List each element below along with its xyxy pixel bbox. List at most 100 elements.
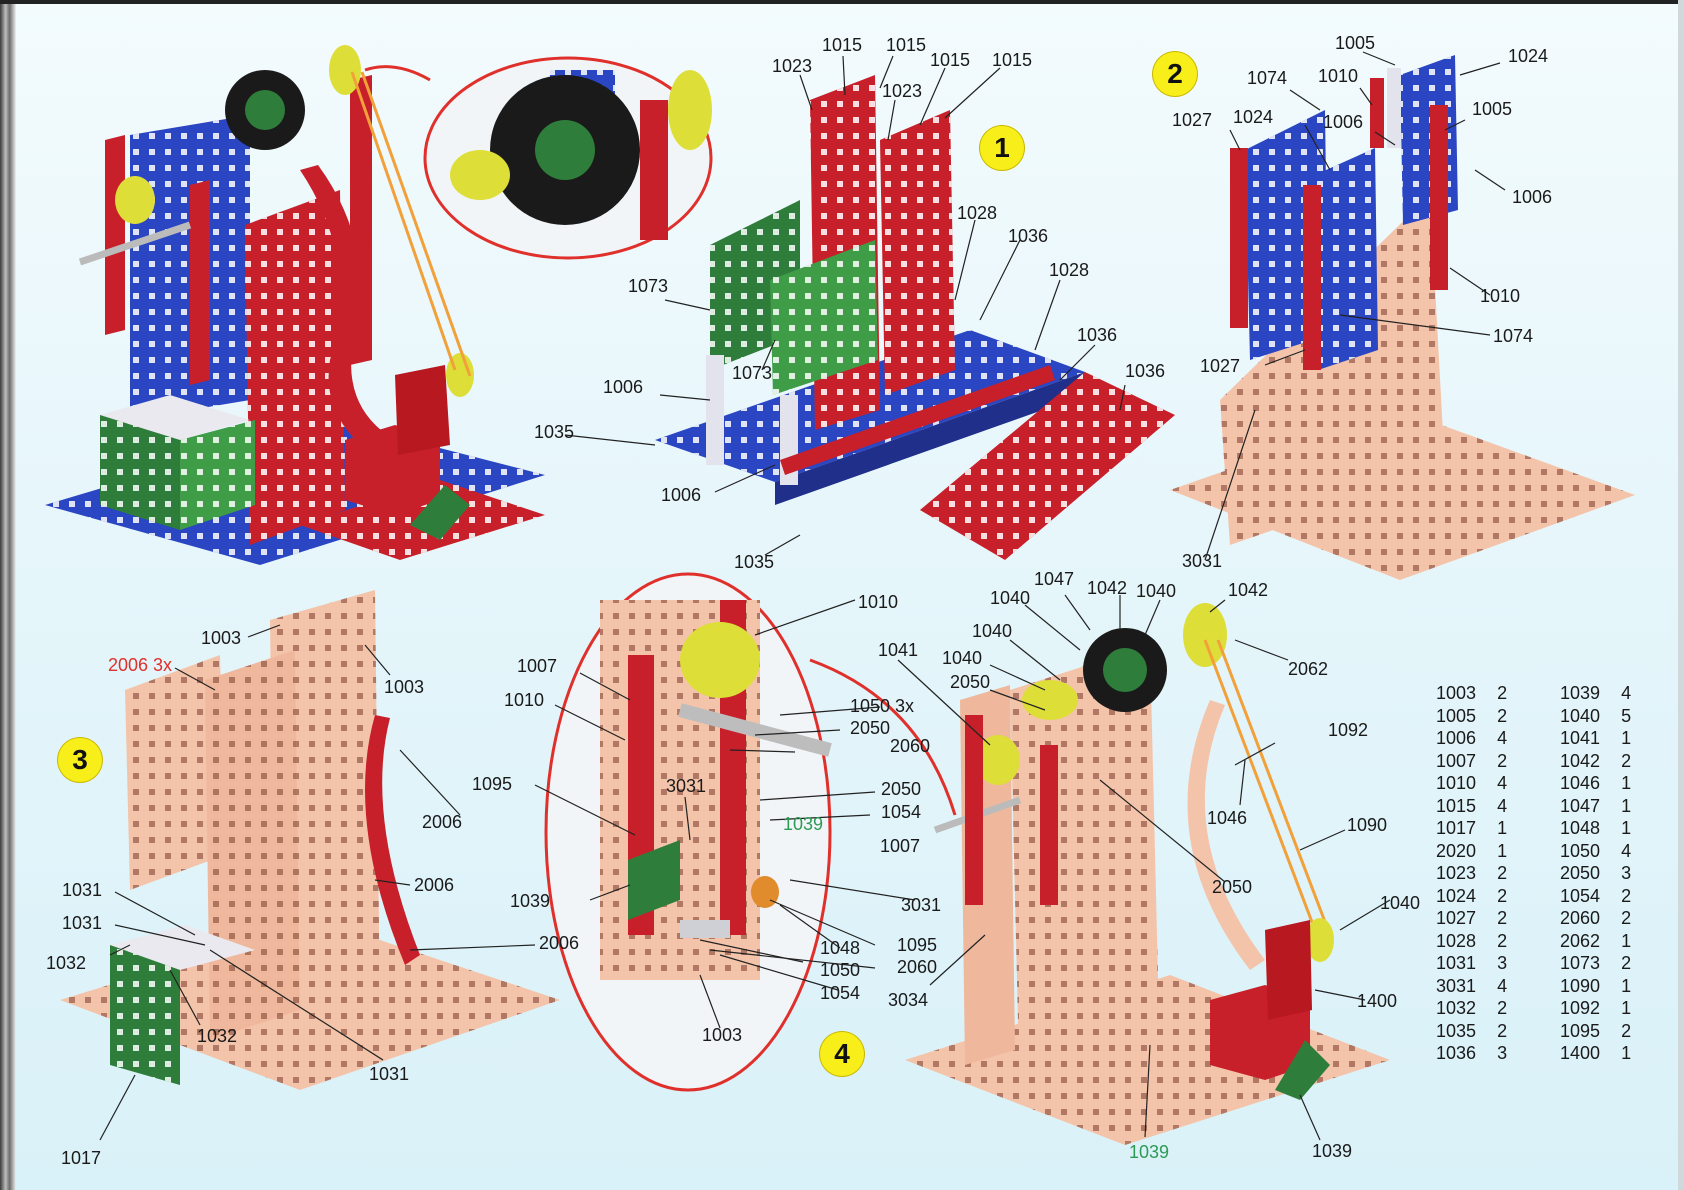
part-quantity: 3 [1497, 953, 1508, 973]
part-quantity: 4 [1621, 840, 1632, 861]
part-quantity: 1 [1621, 930, 1632, 951]
part-label: 1005 [1472, 99, 1513, 119]
parts-list-row: 1003 2 1039 4 [1436, 682, 1684, 705]
part-code: 1015 [1436, 795, 1477, 816]
part-code: 1092 [1559, 998, 1601, 1018]
part-code: 1047 [1559, 795, 1601, 816]
part-label: 3031 [666, 776, 707, 796]
part-label: 1039 [510, 891, 551, 911]
part-label: 1092 [1328, 720, 1369, 740]
part-code: 1039 [1559, 683, 1601, 703]
part-quantity: 2 [1497, 908, 1508, 928]
part-label: 1046 [1207, 808, 1248, 828]
part-code: 1017 [1436, 818, 1477, 838]
part-label: 1003 [702, 1025, 743, 1045]
part-label: 1003 [384, 677, 425, 697]
part-code: 1027 [1436, 908, 1477, 928]
part-label: 1003 [201, 628, 242, 648]
part-label: 1095 [897, 935, 938, 955]
step1-assembly [655, 75, 1175, 560]
part-label: 1017 [61, 1148, 102, 1168]
part-quantity: 2 [1497, 863, 1508, 883]
part-label: 1036 [1077, 325, 1118, 345]
part-label: 1040 [1380, 893, 1421, 913]
part-label: 1039 [1312, 1141, 1353, 1161]
part-code: 2020 [1436, 840, 1477, 861]
page-right-edge [1678, 0, 1684, 1190]
part-label: 2050 [881, 779, 922, 799]
part-quantity: 1 [1621, 773, 1632, 793]
part-label: 1024 [1233, 107, 1274, 127]
parts-list-row: 1027 2 2060 2 [1436, 907, 1684, 930]
part-code: 2060 [1559, 908, 1601, 928]
part-label: 1006 [603, 377, 644, 397]
part-quantity: 3 [1497, 1043, 1508, 1063]
part-quantity: 2 [1621, 908, 1632, 928]
part-code: 1048 [1559, 818, 1601, 838]
part-quantity: 2 [1497, 1020, 1508, 1041]
part-code: 1090 [1559, 975, 1601, 996]
part-label: 1035 [534, 422, 575, 442]
part-label: 1006 [661, 485, 702, 505]
part-quantity: 1 [1497, 840, 1508, 861]
part-quantity: 2 [1497, 683, 1508, 703]
part-label: 1015 [930, 50, 971, 70]
part-quantity: 4 [1621, 683, 1632, 703]
part-code: 1007 [1436, 750, 1477, 771]
part-code: 1036 [1436, 1043, 1477, 1063]
part-label: 3031 [1182, 551, 1223, 571]
part-label: 1040 [942, 648, 983, 668]
part-code: 1024 [1436, 885, 1477, 906]
part-quantity: 1 [1621, 998, 1632, 1018]
part-quantity: 2 [1621, 953, 1632, 973]
part-quantity: 2 [1497, 705, 1508, 726]
part-quantity: 1 [1497, 818, 1508, 838]
part-label: 1010 [1318, 66, 1359, 86]
part-label: 1032 [197, 1026, 238, 1046]
part-code: 3031 [1436, 975, 1477, 996]
part-label: 1039 [1129, 1142, 1170, 1162]
part-quantity: 5 [1621, 705, 1632, 726]
part-quantity: 3 [1621, 863, 1632, 883]
part-label: 1028 [1049, 260, 1090, 280]
part-quantity: 1 [1621, 818, 1632, 838]
part-code: 2062 [1559, 930, 1601, 951]
part-label: 2062 [1288, 659, 1329, 679]
part-quantity: 4 [1497, 975, 1508, 996]
part-label: 1040 [990, 588, 1031, 608]
part-quantity: 4 [1497, 773, 1508, 793]
part-label: 1039 [783, 814, 824, 834]
shaft-detail-callout [544, 572, 957, 1092]
part-label: 1400 [1357, 991, 1398, 1011]
part-label: 1054 [881, 802, 922, 822]
part-quantity: 4 [1497, 728, 1508, 748]
part-label: 1074 [1247, 68, 1288, 88]
part-code: 1003 [1436, 683, 1477, 703]
part-label: 1023 [882, 81, 923, 101]
step-badge-2: 2 [1153, 52, 1197, 96]
part-label: 1028 [957, 203, 998, 223]
part-label: 1040 [1136, 581, 1177, 601]
part-quantity: 2 [1621, 750, 1632, 771]
part-label: 1015 [886, 35, 927, 55]
part-label: 1047 [1034, 569, 1075, 589]
part-label: 1090 [1347, 815, 1388, 835]
part-label: 2006 [539, 933, 580, 953]
part-label: 1035 [734, 552, 775, 572]
part-label: 1095 [472, 774, 513, 794]
part-label: 1010 [504, 690, 545, 710]
part-label: 1031 [62, 913, 103, 933]
part-label: 1015 [822, 35, 863, 55]
part-code: 1023 [1436, 863, 1477, 883]
part-label: 1010 [1480, 286, 1521, 306]
part-label: 1036 [1125, 361, 1166, 381]
